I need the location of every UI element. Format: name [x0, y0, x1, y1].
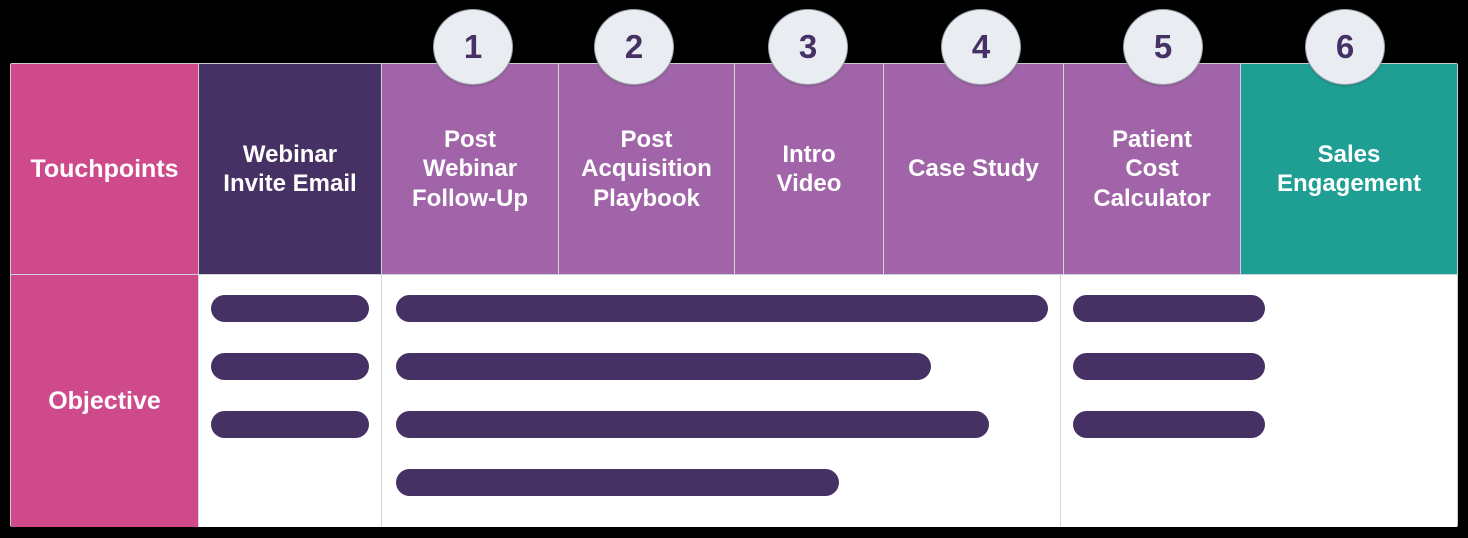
row-header-objective-label: Objective: [48, 386, 161, 415]
objective-bar: [211, 353, 369, 380]
objective-bar: [1073, 295, 1265, 322]
step-circle-5-number: 5: [1153, 28, 1173, 65]
row-header-touchpoints: Touchpoints: [11, 64, 199, 274]
step-circle-2-number: 2: [624, 28, 644, 65]
objective-cell-sales-engagement[interactable]: [1061, 275, 1277, 527]
objective-bar: [396, 411, 990, 438]
step-circle-4-number: 4: [971, 28, 991, 65]
step-circle-4[interactable]: 4: [941, 9, 1021, 85]
step-circle-2[interactable]: 2: [594, 9, 674, 85]
objective-bar: [211, 411, 369, 438]
step-circle-1[interactable]: 1: [433, 9, 513, 85]
objective-bar: [1073, 411, 1265, 438]
objective-bar: [396, 469, 840, 496]
objective-cell-webinar-invite-email[interactable]: [199, 275, 382, 527]
step-circle-3-number: 3: [798, 28, 818, 65]
objective-cell-middle-touchpoints[interactable]: [382, 275, 1061, 527]
step-circle-1-number: 1: [463, 28, 483, 65]
objective-bar: [396, 295, 1048, 322]
objective-bar: [1073, 353, 1265, 380]
objective-bar: [211, 295, 369, 322]
touchpoint-label-case-study: Case Study: [908, 155, 1039, 183]
objective-row: Objective: [11, 274, 1457, 527]
row-header-objective: Objective: [11, 275, 199, 527]
step-circle-5[interactable]: 5: [1123, 9, 1203, 85]
row-header-touchpoints-label: Touchpoints: [30, 154, 179, 183]
step-circle-6[interactable]: 6: [1305, 9, 1385, 85]
step-circle-3[interactable]: 3: [768, 9, 848, 85]
step-circle-6-number: 6: [1335, 28, 1355, 65]
touchpoint-cell-case-study[interactable]: Case Study: [884, 64, 1064, 274]
objective-bar: [396, 353, 931, 380]
